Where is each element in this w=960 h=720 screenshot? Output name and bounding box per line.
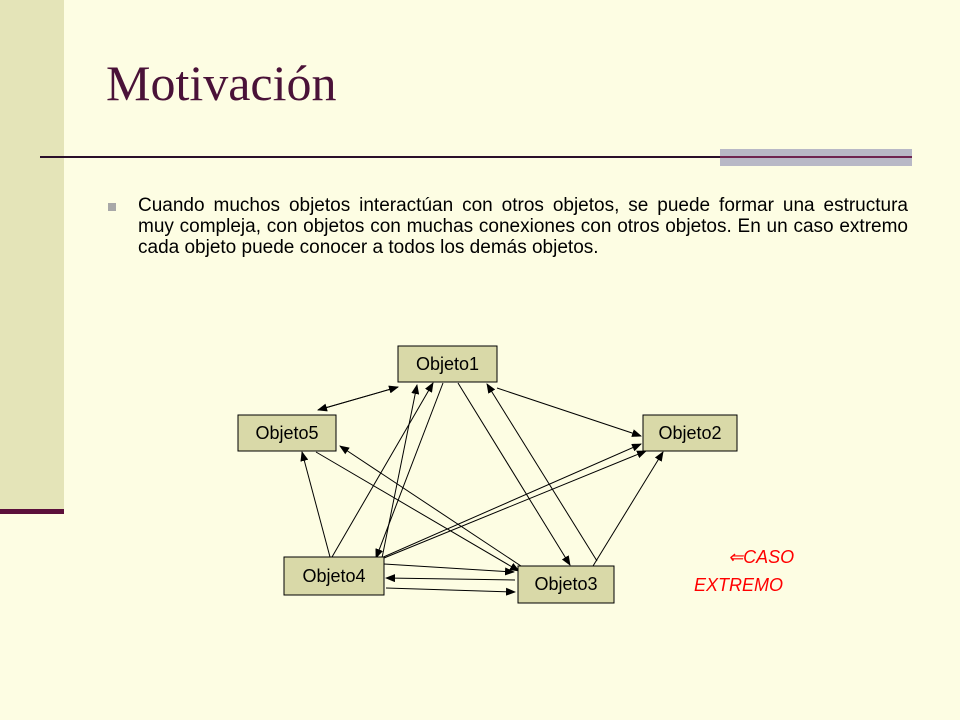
bullet-item: Cuando muchos objetos interactúan con ot… — [108, 195, 908, 258]
title-underline — [40, 156, 720, 158]
edge-o4-o1-a — [331, 382, 434, 558]
node-objeto5-label: Objeto5 — [255, 423, 318, 443]
slide-title: Motivación — [106, 55, 337, 111]
note-line-1: ⇐CASO — [694, 543, 794, 571]
node-objeto3-label: Objeto3 — [534, 574, 597, 594]
edge-o5-o3 — [315, 451, 520, 572]
node-objeto2-label: Objeto2 — [658, 423, 721, 443]
edge-o4-o1-b — [381, 384, 420, 559]
note-extremo: EXTREMO — [694, 575, 784, 595]
edge-o3-o4 — [385, 574, 516, 583]
diagram-edges — [300, 382, 664, 596]
side-bar — [0, 0, 64, 512]
edge-o3-o5 — [339, 445, 525, 569]
bullet-square-icon — [108, 203, 116, 211]
edge-o4-o2-b — [383, 450, 647, 559]
note-caso: CASO — [743, 547, 795, 567]
edge-o4-o3-low — [385, 587, 516, 596]
left-double-arrow-icon: ⇐ — [728, 547, 744, 567]
caso-extremo-note: ⇐CASO EXTREMO — [694, 543, 794, 599]
node-objeto3: Objeto3 — [517, 565, 615, 604]
edge-o5-o1 — [317, 385, 399, 411]
node-objeto1: Objeto1 — [397, 345, 498, 383]
edge-o3-o1 — [486, 383, 598, 562]
edge-o1-o2 — [496, 387, 642, 437]
node-objeto4: Objeto4 — [283, 556, 385, 596]
edge-o1-o3 — [457, 382, 571, 566]
edge-o1-o4 — [375, 382, 444, 559]
edge-o3-o2 — [592, 451, 664, 567]
side-bar-accent — [0, 509, 64, 514]
edge-o4-o2-a — [371, 443, 642, 563]
node-objeto1-label: Objeto1 — [416, 354, 479, 374]
title-underline-accent-line — [720, 156, 912, 158]
edge-o4-o3 — [383, 563, 515, 576]
node-objeto2: Objeto2 — [642, 414, 738, 452]
edge-o4-o5 — [300, 451, 331, 558]
node-objeto4-label: Objeto4 — [302, 566, 365, 586]
bullet-text: Cuando muchos objetos interactúan con ot… — [138, 195, 908, 258]
node-objeto5: Objeto5 — [237, 414, 337, 452]
